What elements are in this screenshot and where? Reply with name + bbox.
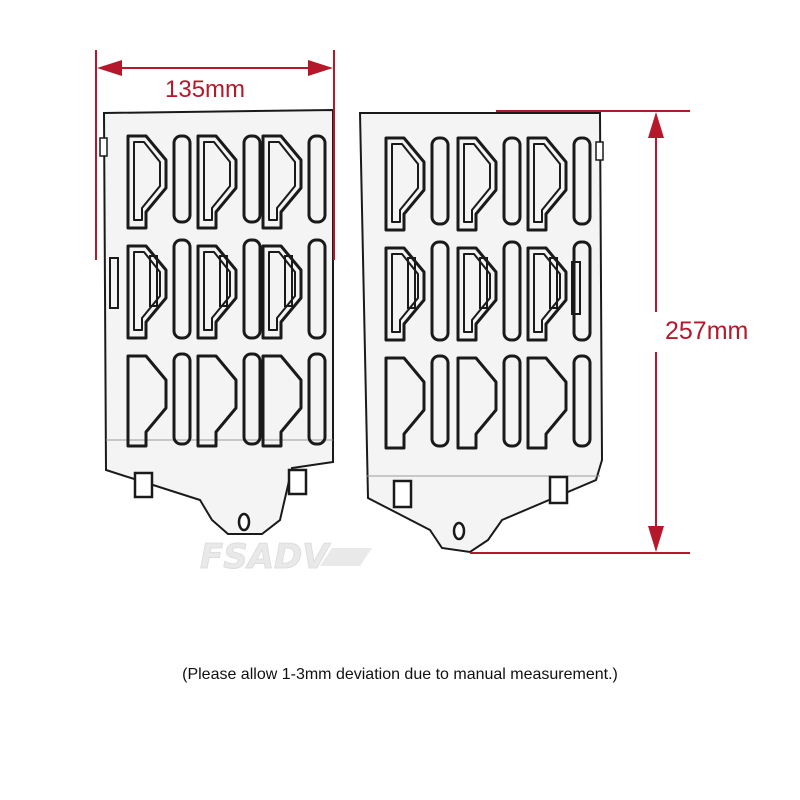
right-guard-plate (358, 112, 604, 554)
width-label: 135mm (165, 76, 246, 103)
width-dimension (95, 50, 335, 260)
fsadv-watermark: FSADV (200, 537, 372, 578)
height-dimension (470, 110, 690, 554)
left-guard-plate (99, 108, 334, 535)
deviation-note: (Please allow 1-3mm deviation due to man… (182, 666, 618, 683)
height-label: 257mm (665, 317, 749, 345)
svg-text:FSADV: FSADV (200, 537, 331, 577)
